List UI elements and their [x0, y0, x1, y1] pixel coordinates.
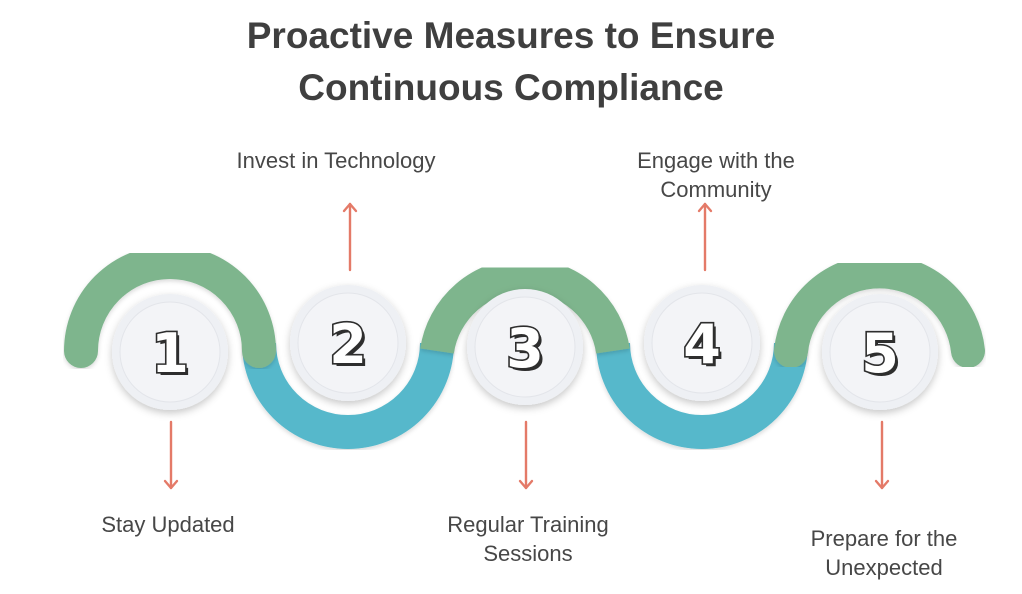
- svg-text:3: 3: [509, 320, 547, 383]
- svg-text:4: 4: [686, 316, 724, 379]
- arrow-down-3: [518, 420, 534, 490]
- wave-arc-lower-2: [596, 342, 808, 449]
- arrow-down-5: [874, 420, 890, 490]
- step-5-label: Prepare for the Unexpected: [754, 524, 1014, 582]
- title-line-2: Continuous Compliance: [298, 67, 724, 108]
- svg-text:5: 5: [864, 325, 902, 388]
- step-3-label: Regular Training Sessions: [398, 510, 658, 568]
- step-5-label-line-1: Prepare for the: [810, 526, 958, 551]
- step-1-label: Stay Updated: [38, 510, 298, 539]
- svg-text:2: 2: [332, 316, 370, 379]
- step-4-label-line-2: Community: [660, 177, 772, 202]
- step-3-label-line-1: Regular Training: [447, 512, 609, 537]
- wave-arc-upper-1: [64, 245, 276, 368]
- wave-arc-upper-3: [774, 254, 985, 368]
- step-4-label-line-1: Engage with the: [637, 148, 795, 173]
- arrow-down-1: [163, 420, 179, 490]
- arrow-up-4: [697, 202, 713, 272]
- wave-arc-lower-1: [242, 342, 454, 449]
- svg-text:1: 1: [154, 325, 192, 388]
- step-4-number: 4: [683, 313, 721, 376]
- step-5-number: 5: [861, 322, 899, 385]
- step-5-label-line-2: Unexpected: [825, 555, 943, 580]
- step-4-badge: 4 4: [644, 285, 760, 401]
- step-1-badge: 1 1: [112, 294, 228, 410]
- step-4-label: Engage with the Community: [586, 146, 846, 204]
- step-3-label-line-2: Sessions: [483, 541, 573, 566]
- step-1-number: 1: [151, 322, 189, 385]
- step-2-number: 2: [329, 313, 367, 376]
- step-1-label-line: Stay Updated: [101, 512, 235, 537]
- step-3-number: 3: [506, 317, 544, 380]
- step-2-badge: 2 2: [290, 285, 406, 401]
- title-line-1: Proactive Measures to Ensure: [246, 15, 776, 56]
- step-2-label: Invest in Technology: [206, 146, 466, 175]
- wave-arc-upper-2: [420, 258, 630, 355]
- step-5-badge: 5 5: [822, 294, 938, 410]
- step-3-badge: 3 3: [467, 289, 583, 405]
- step-2-label-line: Invest in Technology: [236, 148, 436, 173]
- arrow-up-2: [342, 202, 358, 272]
